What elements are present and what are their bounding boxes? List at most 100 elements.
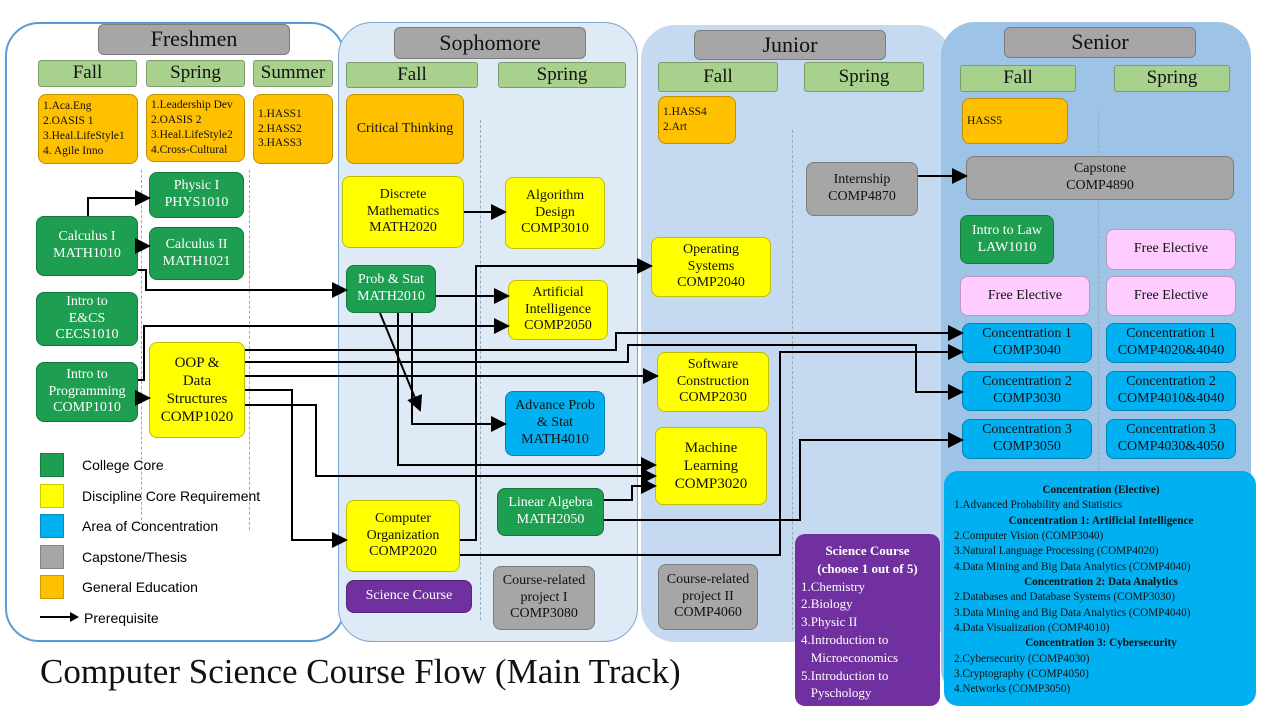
course-fr-summer-gened: 1.HASS1 2.HASS2 3.HASS3 (253, 94, 333, 164)
course-science-course: Science Course (346, 580, 472, 613)
course-free-elective-3: Free Elective (1106, 276, 1236, 316)
legend-label: Discipline Core Requirement (82, 487, 261, 504)
course-conc1-spring: Concentration 1 COMP4020&4040 (1106, 323, 1236, 363)
prerequisite-arrow (138, 318, 510, 381)
option-label: Introduction to Pyschology (810, 667, 889, 701)
course-internship: Internship COMP4870 (806, 162, 918, 216)
item-label: Natural Language Processing (COMP4020) (962, 545, 1159, 558)
item-number: 2. (954, 530, 963, 543)
prerequisite-arrow (604, 478, 657, 501)
item-label: Computer Vision (COMP3040) (962, 530, 1104, 543)
year-header-senior: Senior (1004, 27, 1196, 58)
prerequisite-arrow (138, 269, 348, 298)
concentration-item: 2.Computer Vision (COMP3040) (954, 529, 1248, 544)
legend-swatch (40, 514, 64, 539)
season-freshmen-summer: Summer (253, 60, 333, 87)
option-label: Chemistry (810, 578, 865, 594)
item-label: Cybersecurity (COMP4030) (962, 652, 1090, 665)
item-label: Data Mining and Big Data Analytics (COMP… (962, 560, 1191, 573)
concentration-section-title: Concentration (Elective) (1042, 484, 1160, 496)
item-number: 3. (954, 606, 963, 619)
legend-item: Discipline Core Requirement (40, 481, 260, 512)
course-capstone: Capstone COMP4890 (966, 156, 1234, 200)
course-discrete: Discrete Mathematics MATH2020 (342, 176, 464, 248)
item-number: 4. (954, 683, 963, 696)
course-critical-thinking: Critical Thinking (346, 94, 464, 164)
science-option: 5.Introduction to Pyschology (801, 667, 934, 703)
item-label: Networks (COMP3050) (962, 683, 1071, 696)
science-box-title: Science Course (choose 1 out of 5) (817, 543, 918, 576)
season-freshmen-spring: Spring (146, 60, 245, 87)
course-project1: Course-related project I COMP3080 (493, 566, 595, 630)
concentration-item: 2.Databases and Database Systems (COMP30… (954, 590, 1248, 605)
prerequisite-arrow (245, 389, 348, 548)
course-sr-gened: HASS5 (962, 98, 1068, 144)
science-option: 1.Chemistry (801, 578, 934, 596)
course-free-elective-1: Free Elective (1106, 229, 1236, 270)
diagram-title: Computer Science Course Flow (Main Track… (40, 652, 681, 691)
option-label: Introduction to Microeconomics (810, 631, 899, 665)
course-physics1: Physic I PHYS1010 (149, 172, 244, 218)
prerequisite-arrow (245, 404, 657, 484)
legend-swatch (40, 483, 64, 508)
item-number: 2. (954, 652, 963, 665)
legend-swatch (40, 453, 64, 478)
science-option: 2.Biology (801, 595, 934, 613)
course-swc: Software Construction COMP2030 (657, 352, 769, 412)
divider (480, 120, 481, 620)
concentration-item: 4.Data Visualization (COMP4010) (954, 621, 1248, 636)
year-header-junior: Junior (694, 30, 886, 60)
option-number: 3. (801, 614, 811, 630)
prerequisite-arrow (245, 325, 964, 351)
item-label: Advanced Probability and Statistics (962, 499, 1123, 512)
course-fr-fall-gened: 1.Aca.Eng 2.OASIS 1 3.Heal.LifeStyle1 4.… (38, 94, 138, 164)
item-number: 4. (954, 560, 963, 573)
legend-label: Capstone/Thesis (82, 548, 188, 565)
course-intro-prog: Intro to Programming COMP1010 (36, 362, 138, 422)
option-label: Biology (810, 596, 853, 612)
item-number: 3. (954, 668, 963, 681)
legend-label: Area of Concentration (82, 518, 219, 535)
course-oop: OOP & Data Structures COMP1020 (149, 342, 245, 438)
legend-item: Area of Concentration (40, 511, 260, 542)
item-label: Databases and Database Systems (COMP3030… (962, 591, 1175, 604)
prerequisite-arrow (245, 344, 964, 400)
arrow-right-icon (40, 610, 80, 626)
divider (1098, 110, 1099, 470)
legend-label: College Core (82, 457, 164, 474)
course-comp-org: Computer Organization COMP2020 (346, 500, 460, 572)
divider (792, 130, 793, 630)
course-conc2-spring: Concentration 2 COMP4010&4040 (1106, 371, 1236, 411)
prerequisite-arrow (411, 313, 507, 432)
legend-item: General Education (40, 572, 260, 603)
season-sophomore-fall: Fall (346, 62, 478, 88)
course-conc3-fall: Concentration 3 COMP3050 (962, 419, 1092, 459)
prerequisite-arrow (397, 313, 657, 473)
concentration-section-title: Concentration 2: Data Analytics (1024, 576, 1178, 589)
concentration-item: 4.Networks (COMP3050) (954, 682, 1248, 697)
option-number: 2. (801, 596, 811, 612)
science-option: 3.Physic II (801, 613, 934, 631)
concentration-item: 4.Data Mining and Big Data Analytics (CO… (954, 560, 1248, 575)
course-fr-spring-gened: 1.Leadership Dev 2.OASIS 2 3.Heal.LifeSt… (146, 94, 245, 162)
course-linear-algebra: Linear Algebra MATH2050 (497, 488, 604, 536)
item-number: 3. (954, 545, 963, 558)
concentration-item: 3.Natural Language Processing (COMP4020) (954, 544, 1248, 559)
course-conc3-spring: Concentration 3 COMP4030&4050 (1106, 419, 1236, 459)
course-calculus2: Calculus II MATH1021 (149, 227, 244, 280)
concentration-electives: Concentration (Elective)1.Advanced Proba… (944, 471, 1256, 706)
legend-item: Capstone/Thesis (40, 542, 260, 573)
legend-item: College Core (40, 450, 260, 481)
legend-label: Prerequisite (84, 609, 159, 626)
year-header-sophomore: Sophomore (394, 27, 586, 59)
concentration-section-title: Concentration 1: Artificial Intelligence (1008, 514, 1194, 527)
legend-item: Prerequisite (40, 603, 260, 634)
course-conc1-fall: Concentration 1 COMP3040 (962, 323, 1092, 363)
prerequisite-arrow (87, 190, 151, 216)
option-number: 5. (801, 667, 811, 683)
legend-swatch (40, 544, 64, 569)
season-junior-spring: Spring (804, 62, 924, 92)
concentration-item: 3.Data Mining and Big Data Analytics (CO… (954, 606, 1248, 621)
concentration-section-title: Concentration 3: Cybersecurity (1025, 637, 1177, 650)
